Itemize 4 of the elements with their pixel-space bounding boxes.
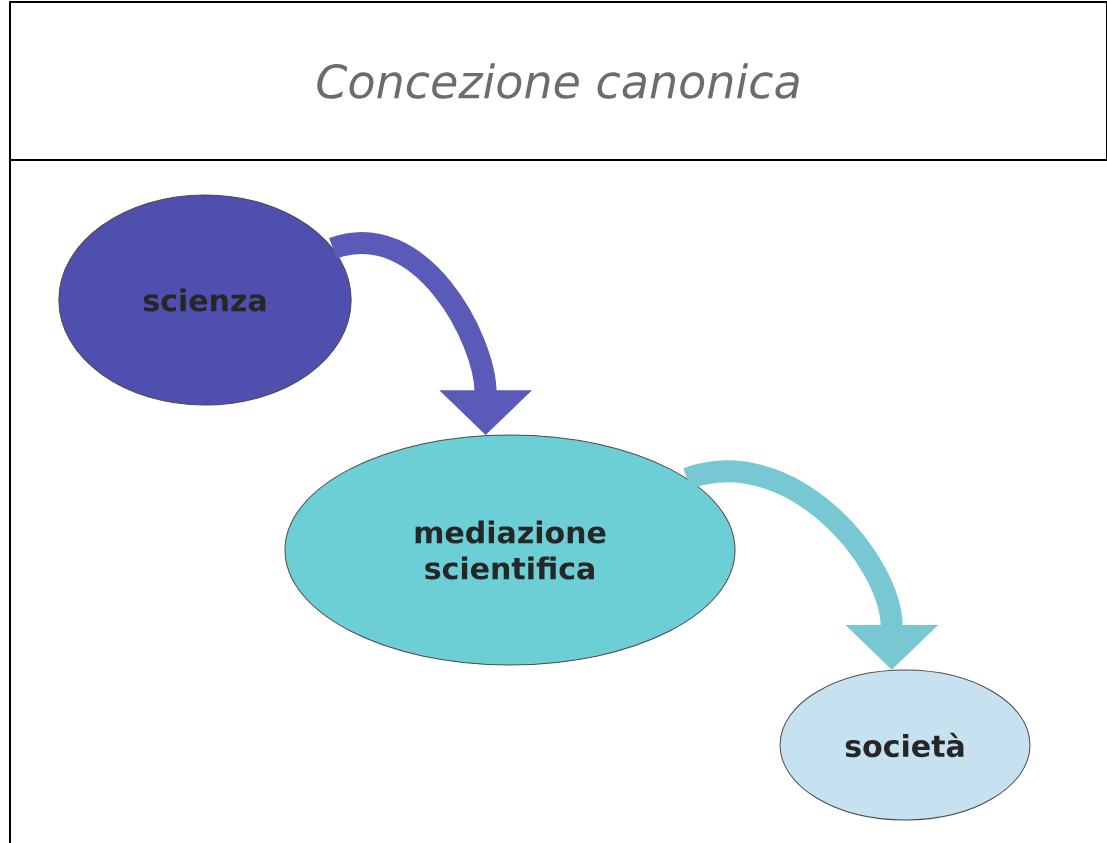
ellipse-node: mediazione scientifica (284, 434, 736, 666)
ellipse-node: scienza (58, 194, 352, 406)
title-box: Concezione canonica (9, 1, 1107, 161)
ellipse-node: società (779, 669, 1031, 821)
